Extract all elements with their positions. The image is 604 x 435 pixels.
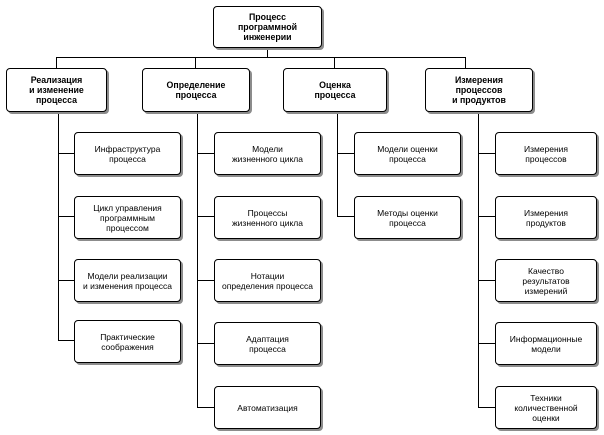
root-node-label: Процесс программной инженерии xyxy=(237,12,298,42)
node-process-adaptation: Адаптация процесса xyxy=(214,322,321,365)
column-header-label: Измерения процессов и продуктов xyxy=(452,75,506,105)
node-label: Качество результатов измерений xyxy=(522,265,570,296)
column-header-label: Реализация и изменение процесса xyxy=(29,75,84,105)
column-header-measurement: Измерения процессов и продуктов xyxy=(425,68,533,112)
node-life-cycle-models: Модели жизненного цикла xyxy=(214,132,321,175)
node-label: Модели реализации и изменения процесса xyxy=(83,270,172,291)
node-label: Автоматизация xyxy=(237,402,298,413)
node-label: Инфраструктура процесса xyxy=(94,143,161,164)
node-label: Практические соображения xyxy=(100,331,155,352)
node-assessment-models: Модели оценки процесса xyxy=(354,132,461,175)
node-label: Модели жизненного цикла xyxy=(232,143,303,164)
column-header-realization: Реализация и изменение процесса xyxy=(6,68,107,112)
node-label: Измерения процессов xyxy=(523,143,569,164)
node-life-cycle-processes: Процессы жизненного цикла xyxy=(214,196,321,239)
node-process-management-cycle: Цикл управления программным процессом xyxy=(74,196,181,239)
column-header-definition: Определение процесса xyxy=(142,68,250,112)
node-label: Измерения продуктов xyxy=(523,207,569,228)
node-label: Цикл управления программным процессом xyxy=(93,202,162,233)
node-practical-considerations: Практические соображения xyxy=(74,320,181,363)
node-implementation-models: Модели реализации и изменения процесса xyxy=(74,259,181,302)
column-header-assessment: Оценка процесса xyxy=(283,68,387,112)
node-label: Информационные модели xyxy=(509,333,583,354)
column-header-label: Оценка процесса xyxy=(314,80,356,100)
node-label: Процессы жизненного цикла xyxy=(232,207,303,228)
node-label: Техники количественной оценки xyxy=(514,392,578,423)
node-information-models: Информационные модели xyxy=(495,322,597,365)
column-header-label: Определение процесса xyxy=(166,80,226,100)
node-label: Нотации определения процесса xyxy=(222,270,313,291)
node-automation: Автоматизация xyxy=(214,386,321,429)
node-label: Методы оценки процесса xyxy=(377,207,438,228)
node-process-measurement: Измерения процессов xyxy=(495,132,597,175)
node-label: Адаптация процесса xyxy=(246,333,289,354)
node-quantitative-techniques: Техники количественной оценки xyxy=(495,386,597,429)
root-node: Процесс программной инженерии xyxy=(213,6,322,48)
node-assessment-methods: Методы оценки процесса xyxy=(354,196,461,239)
node-product-measurement: Измерения продуктов xyxy=(495,196,597,239)
node-measurement-quality: Качество результатов измерений xyxy=(495,259,597,302)
node-definition-notations: Нотации определения процесса xyxy=(214,259,321,302)
node-label: Модели оценки процесса xyxy=(377,143,438,164)
node-process-infrastructure: Инфраструктура процесса xyxy=(74,132,181,175)
